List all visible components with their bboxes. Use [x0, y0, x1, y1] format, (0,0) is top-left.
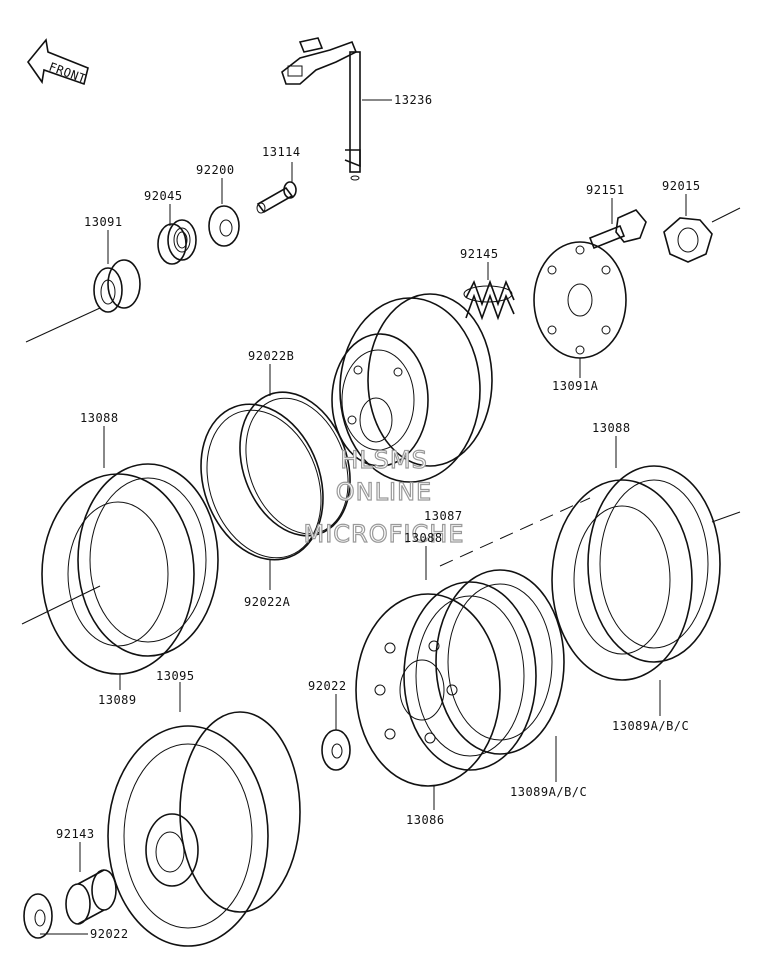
label-13089: 13089 [98, 693, 137, 707]
watermark-line-3: MICROFICHE [304, 520, 465, 548]
part-92022-washer-mid [321, 729, 351, 771]
watermark-line-1: HLSMS [340, 446, 428, 474]
part-92022A-ring [200, 403, 324, 561]
label-13091: 13091 [84, 215, 123, 229]
watermark-line-2: ONLINE [336, 478, 432, 506]
label-13114: 13114 [262, 145, 301, 159]
label-13088-mid: 13088 [404, 531, 443, 545]
part-labels: 13236 13114 92200 92045 13091 92151 9201… [56, 93, 701, 941]
label-92200: 92200 [196, 163, 235, 177]
label-13236: 13236 [394, 93, 433, 107]
label-92022A: 92022A [244, 595, 291, 609]
part-13091A-pressure-plate [533, 241, 627, 359]
label-92151: 92151 [586, 183, 625, 197]
part-92022-washer-bottom [23, 893, 53, 939]
leader-lines [40, 99, 687, 935]
assembly-guide-line [439, 497, 591, 567]
label-13091A: 13091A [552, 379, 599, 393]
front-arrow-icon: FRONT [26, 38, 89, 86]
part-13236-lever [281, 37, 361, 181]
front-arrow-label: FRONT [47, 60, 88, 86]
label-13087: 13087 [424, 509, 463, 523]
part-clutch-hub [331, 293, 493, 483]
label-92022B: 92022B [248, 349, 294, 363]
label-92045: 92045 [144, 189, 183, 203]
label-13089ABC-right: 13089A/B/C [612, 719, 689, 733]
label-13089ABC-mid: 13089A/B/C [510, 785, 587, 799]
label-92143: 92143 [56, 827, 95, 841]
label-13088-left: 13088 [80, 411, 119, 425]
label-13095: 13095 [156, 669, 195, 683]
part-13086-plate [355, 593, 501, 787]
label-92145: 92145 [460, 247, 499, 261]
part-92151-bolt [588, 209, 647, 250]
part-92045-bearing [157, 219, 197, 265]
part-92145-spring [463, 279, 515, 321]
part-92143-collar [65, 869, 117, 925]
part-13088-friction-plate-left [77, 463, 219, 657]
part-13089-steel-plate-left [21, 473, 195, 675]
part-92200-washer [208, 205, 240, 247]
part-13091-collar [25, 259, 141, 343]
label-92015: 92015 [662, 179, 701, 193]
part-13088-friction-plate-right [587, 465, 741, 663]
label-92022-bottom: 92022 [90, 927, 129, 941]
label-13086: 13086 [406, 813, 445, 827]
part-13088-friction-plate-mid [403, 581, 537, 771]
part-13114-pin [256, 181, 297, 214]
part-13089ABC-steel-plate-right [551, 479, 693, 681]
watermark: HLSMS ONLINE MICROFICHE [303, 445, 465, 548]
label-92022-mid: 92022 [308, 679, 347, 693]
label-13088-right: 13088 [592, 421, 631, 435]
part-13087-friction-plate-mid [435, 569, 565, 755]
part-13095-clutch-housing [107, 711, 301, 947]
part-92015-nut [663, 207, 741, 263]
